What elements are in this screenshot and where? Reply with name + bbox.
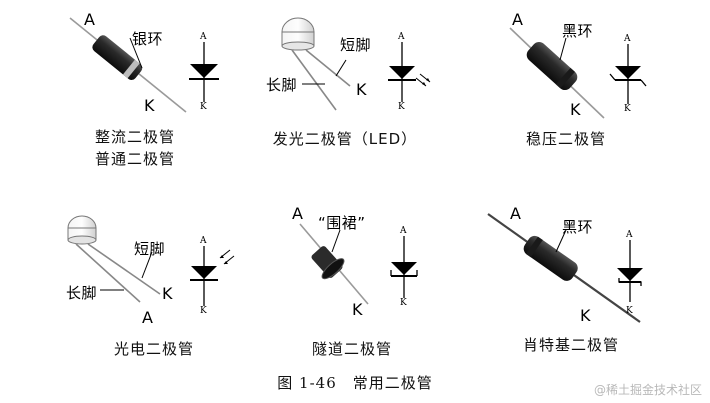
symbol-cathode-label: K	[200, 306, 207, 316]
rectifier-caption: 整流二极管 普通二极管	[82, 126, 188, 170]
cathode-label: K	[162, 284, 173, 303]
rectifier-diode-component	[69, 17, 187, 113]
tunnel-diode-component	[299, 223, 369, 305]
silver-ring-label: 银环	[132, 30, 164, 48]
short-leg-label: 短脚	[134, 240, 166, 258]
long-leg-label: 长脚	[266, 76, 298, 94]
led-caption: 发光二极管（LED）	[272, 130, 418, 148]
symbol-anode-label: A	[200, 32, 207, 42]
led-component	[281, 17, 351, 111]
photodiode-component	[67, 215, 161, 303]
skirt-label: “围裙”	[318, 214, 366, 232]
figure-caption: 图 1-46 常用二极管	[277, 374, 433, 392]
anode-label: A	[142, 308, 153, 327]
led-symbol	[388, 42, 431, 102]
watermark: @稀土掘金技术社区	[593, 383, 702, 397]
symbol-anode-label: A	[400, 226, 407, 236]
short-leg-label: 短脚	[340, 36, 372, 54]
zener-diode-component	[509, 27, 605, 119]
black-ring-label: 黑环	[562, 22, 594, 40]
zener-diode-symbol	[609, 44, 647, 104]
symbol-anode-label: A	[626, 230, 633, 240]
zener-caption: 稳压二极管	[525, 130, 606, 148]
schottky-diode-symbol	[617, 240, 643, 302]
tunnel-diode-symbol	[390, 236, 418, 298]
caption-line-1: 整流二极管	[94, 128, 175, 146]
anode-label: A	[510, 204, 521, 223]
symbol-cathode-label: K	[200, 102, 207, 112]
black-ring-label: 黑环	[562, 218, 594, 236]
symbol-anode-label: A	[398, 32, 405, 42]
tunnel-caption: 隧道二极管	[311, 340, 392, 358]
anode-label: A	[84, 10, 95, 29]
photodiode-caption: 光电二极管	[113, 340, 194, 358]
anode-label: A	[292, 204, 303, 223]
schottky-caption: 肖特基二极管	[522, 336, 619, 354]
symbol-cathode-label: K	[400, 298, 407, 308]
schottky-diode-component	[487, 213, 641, 323]
caption-line-2: 普通二极管	[94, 150, 175, 168]
cathode-label: K	[144, 96, 155, 115]
anode-label: A	[512, 10, 523, 29]
rectifier-diode-symbol	[189, 42, 219, 102]
cathode-label: K	[352, 300, 363, 319]
symbol-cathode-label: K	[398, 102, 405, 112]
cathode-label: K	[356, 80, 367, 99]
symbol-cathode-label: K	[624, 104, 631, 114]
symbol-anode-label: A	[624, 34, 631, 44]
photodiode-symbol	[190, 246, 235, 306]
symbol-anode-label: A	[200, 236, 207, 246]
cathode-label: K	[580, 306, 591, 325]
symbol-cathode-label: K	[626, 306, 633, 316]
cathode-label: K	[570, 100, 581, 119]
long-leg-label: 长脚	[66, 284, 98, 302]
